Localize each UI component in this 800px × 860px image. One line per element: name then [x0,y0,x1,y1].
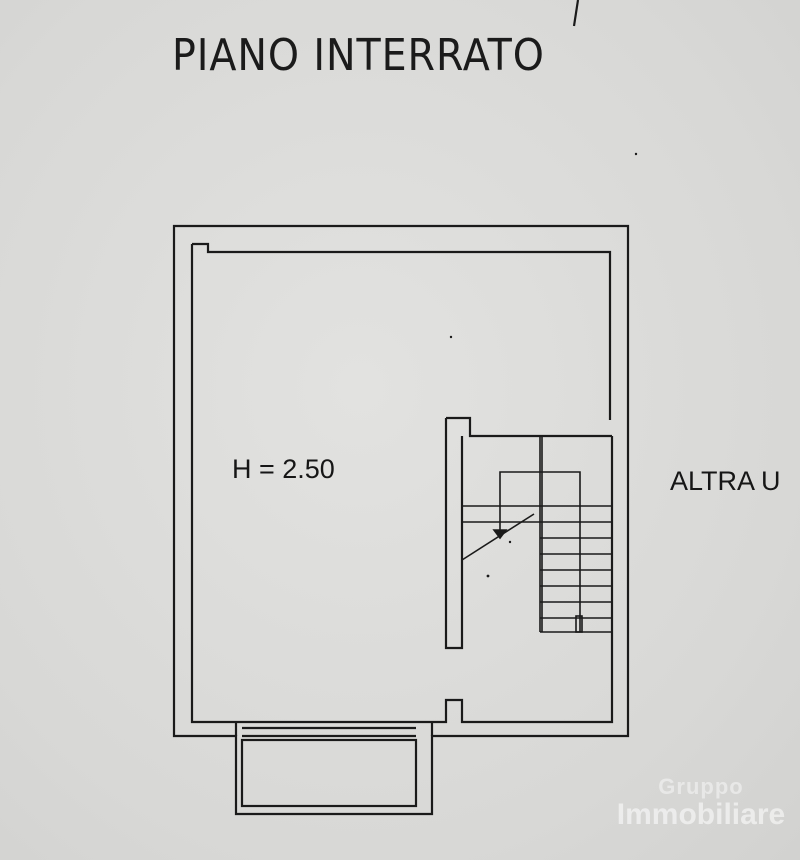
plan-title: PIANO INTERRATO [172,30,545,81]
outer-wall [172,224,630,816]
inner-wall [190,242,614,724]
neighbor-unit-label: ALTRA U [670,466,781,496]
room-height-label: H = 2.50 [232,454,335,484]
terrace-outline [240,738,418,808]
watermark-line2: Immobiliare [616,798,786,831]
agency-watermark: Gruppo Immobiliare [606,776,796,830]
stray-line [572,0,580,27]
staircase [461,436,612,633]
watermark-line1: Gruppo [658,774,744,799]
stair-wall [444,416,612,650]
